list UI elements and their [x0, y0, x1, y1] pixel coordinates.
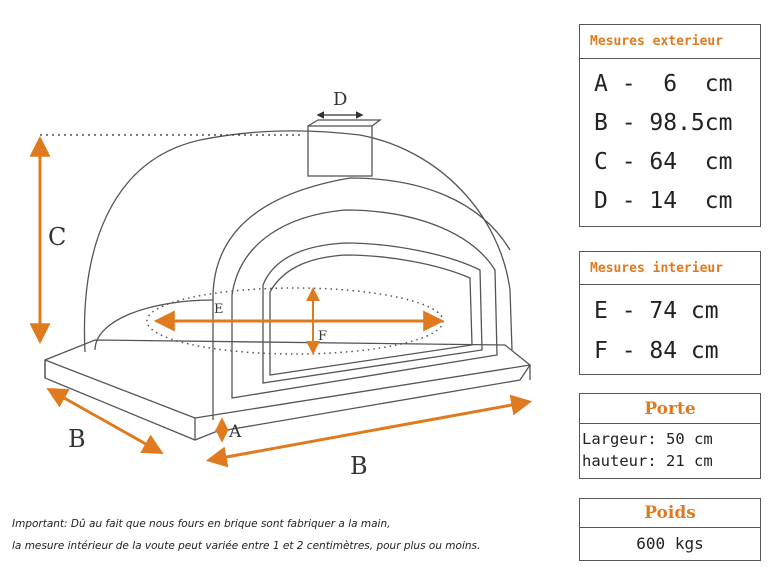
label-f: F — [318, 329, 327, 344]
label-d: D — [333, 89, 347, 110]
label-b-left: B — [68, 425, 86, 453]
label-b-bottom: B — [350, 452, 368, 480]
chimney — [307, 119, 382, 177]
door-height: hauteur: 21 cm — [582, 452, 713, 470]
exterior-row-b: B - 98.5cm — [594, 110, 733, 136]
weight-title: Poids — [580, 499, 760, 528]
label-e: E — [214, 302, 224, 317]
interior-measures-title: Mesures interieur — [580, 252, 760, 285]
interior-row-f: F - 84 cm — [594, 338, 719, 364]
door-width: Largeur: 50 cm — [582, 430, 713, 448]
exterior-measures-box: Mesures exterieur A - 6 cm B - 98.5cm C … — [579, 24, 761, 227]
oven-base — [44, 339, 531, 441]
exterior-measures-title: Mesures exterieur — [580, 25, 760, 59]
interior-measures-box: Mesures interieur E - 74 cm F - 84 cm — [579, 251, 761, 375]
door-box: Porte Largeur: 50 cm hauteur: 21 cm — [579, 393, 761, 479]
weight-value: 600 kgs — [636, 534, 704, 553]
important-note-line1: Important: Dû au fait que nous fours en … — [12, 518, 391, 530]
exterior-row-a: A - 6 cm — [594, 71, 733, 97]
oven-dome — [83, 130, 513, 420]
label-a: A — [228, 422, 242, 442]
arrow-b-bottom — [205, 394, 533, 468]
interior-row-e: E - 74 cm — [594, 298, 719, 324]
oven-door — [231, 209, 498, 399]
weight-box: Poids 600 kgs — [579, 498, 761, 561]
exterior-row-c: C - 64 cm — [594, 149, 733, 175]
door-title: Porte — [580, 394, 760, 424]
exterior-row-d: D - 14 cm — [594, 188, 733, 214]
arrow-b-left — [46, 387, 164, 455]
important-note-line2: la mesure intérieur de la voute peut var… — [12, 540, 481, 552]
label-c: C — [48, 223, 66, 251]
